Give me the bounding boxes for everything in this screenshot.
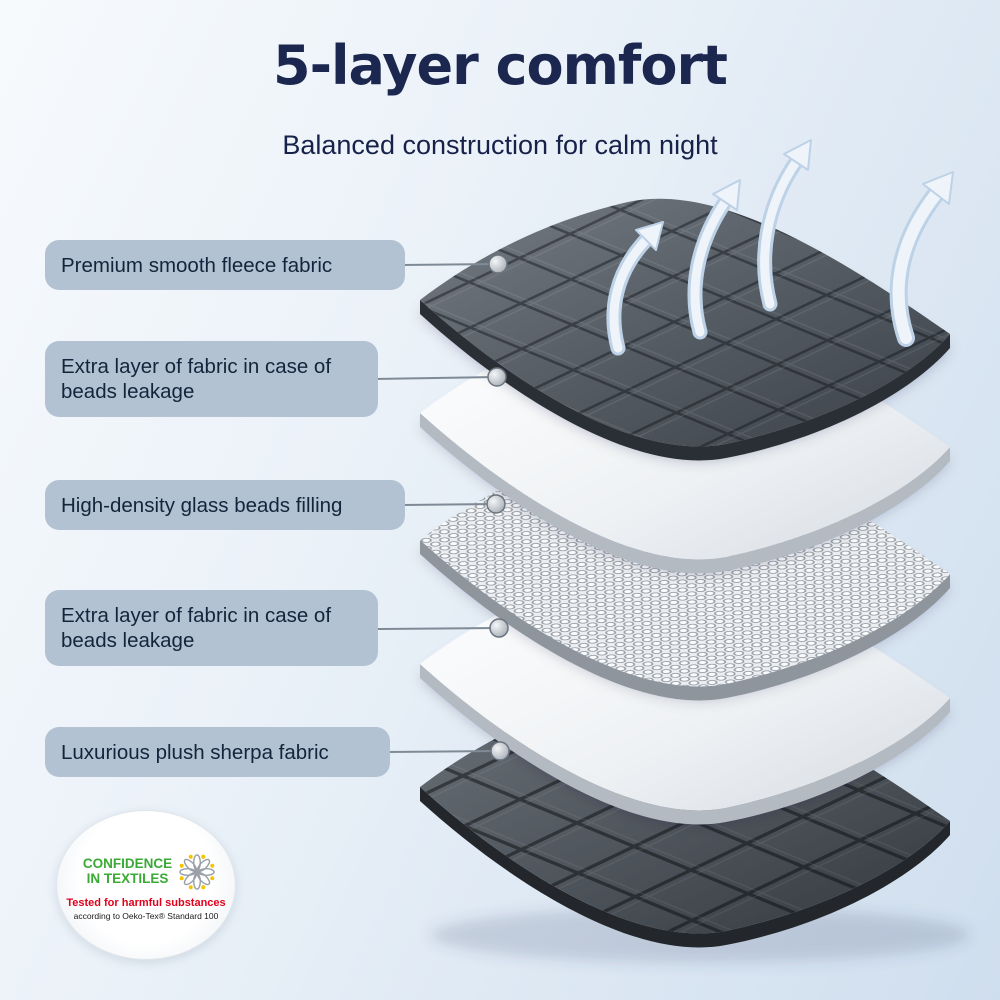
connector-line: [401, 503, 497, 506]
connector-dot: [488, 254, 508, 274]
callout-inner-fabric-upper: Extra layer of fabric in case of beads l…: [45, 341, 378, 417]
callout-label: Luxurious plush sherpa fabric: [61, 740, 329, 764]
connector-dot: [490, 741, 510, 761]
page-subtitle: Balanced construction for calm night: [282, 130, 718, 160]
airflow-arrow-icon: [606, 221, 664, 356]
callout-fleece-top: Premium smooth fleece fabric: [45, 240, 405, 290]
connector-line: [374, 627, 500, 630]
callout-sherpa-bottom: Luxurious plush sherpa fabric: [45, 727, 390, 777]
airflow-arrow-icon: [687, 179, 741, 340]
callout-label: Extra layer of fabric in case of beads l…: [61, 355, 332, 403]
connector-line: [387, 750, 501, 753]
oeko-tex-header: CONFIDENCE IN TEXTILES: [83, 850, 219, 894]
airflow-arrow-icon: [757, 139, 812, 312]
oeko-tex-title: CONFIDENCE IN TEXTILES: [82, 855, 173, 886]
callout-glass-beads: High-density glass beads filling: [45, 480, 405, 530]
oeko-tex-title-line1: CONFIDENCE: [82, 855, 173, 871]
oeko-tex-tested-text: Tested for harmful substances: [66, 896, 226, 909]
callout-label: Extra layer of fabric in case of beads l…: [61, 604, 332, 652]
page-title: 5-layer comfort: [273, 34, 728, 97]
connector-dot: [486, 494, 506, 514]
oeko-tex-flower-icon: [179, 853, 215, 890]
callout-inner-fabric-lower: Extra layer of fabric in case of beads l…: [45, 590, 378, 666]
oeko-tex-standard-text: according to Oeko-Tex® Standard 100: [73, 910, 219, 921]
mattress-layer-stack: [420, 198, 970, 963]
callout-label: Premium smooth fleece fabric: [61, 253, 333, 277]
oeko-tex-badge: CONFIDENCE IN TEXTILES: [56, 810, 236, 960]
connector-line: [374, 376, 498, 380]
callout-connectors: [374, 254, 510, 761]
connector-dot: [489, 618, 509, 638]
callout-label: High-density glass beads filling: [61, 493, 343, 517]
connector-line: [401, 263, 499, 266]
airflow-arrow-icon: [889, 171, 954, 347]
airflow-arrows: [606, 139, 954, 356]
connector-dot: [487, 367, 507, 387]
oeko-tex-title-line2: IN TEXTILES: [86, 870, 169, 886]
